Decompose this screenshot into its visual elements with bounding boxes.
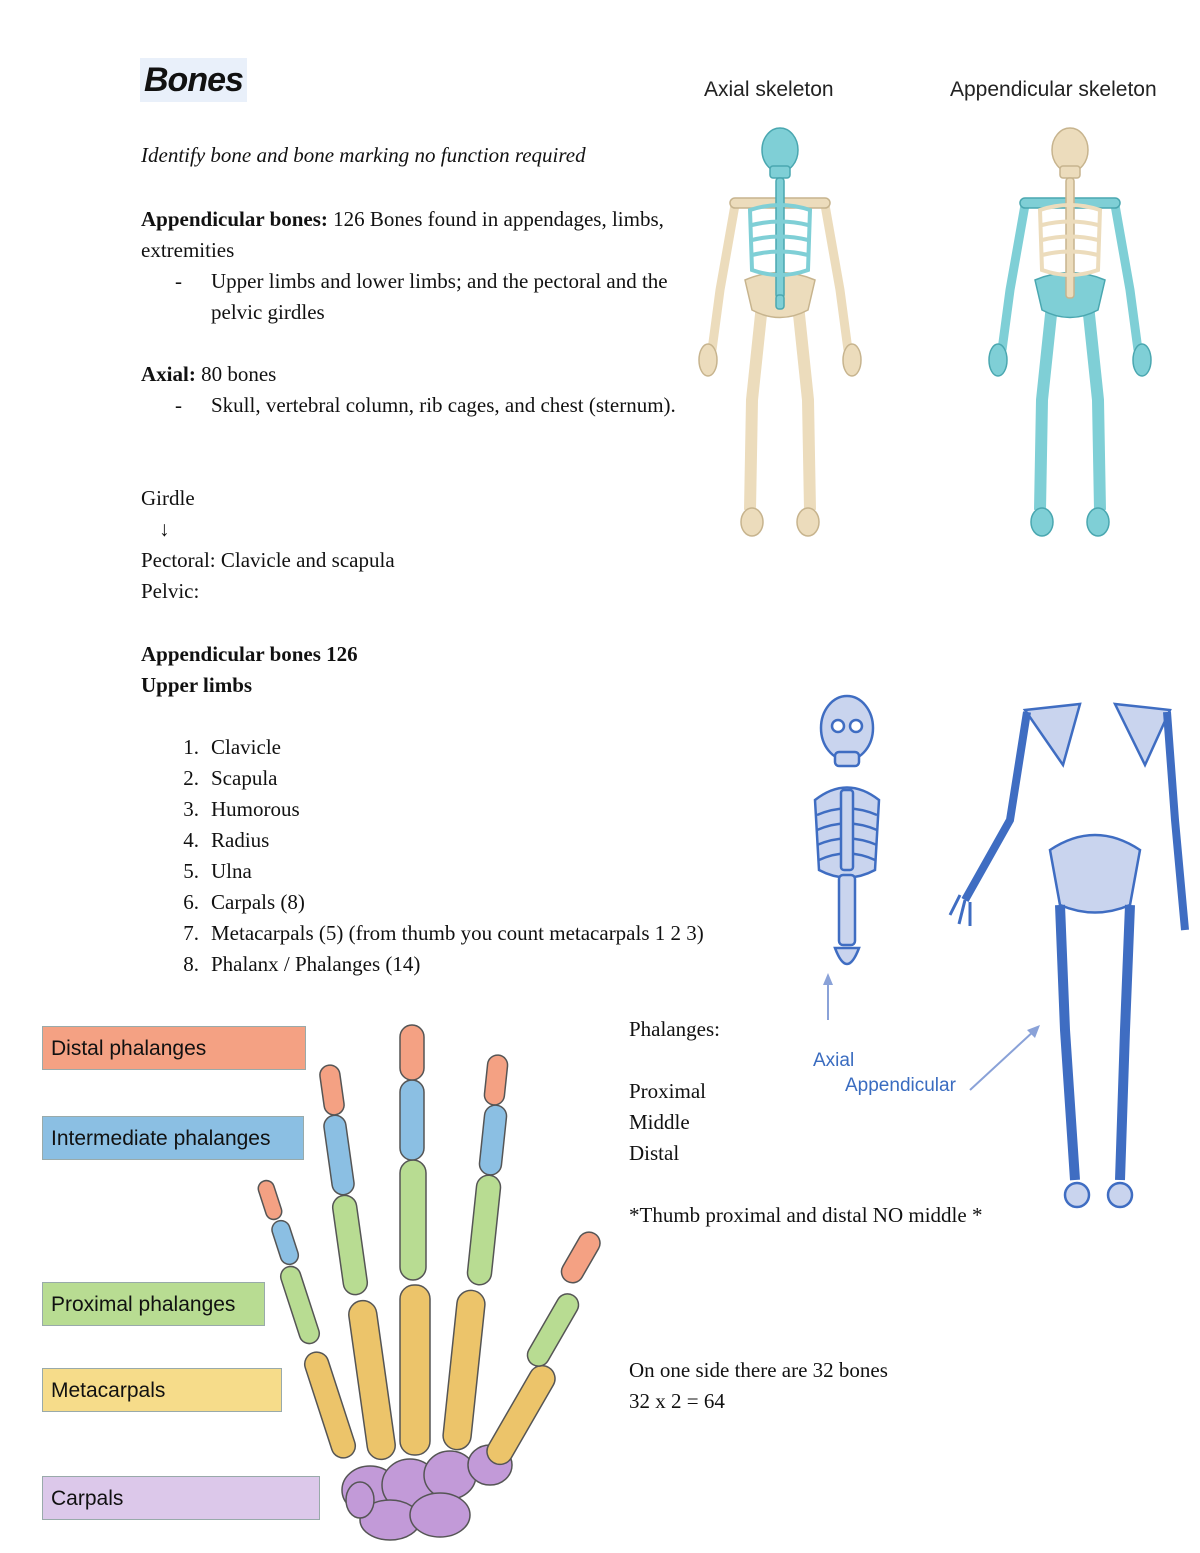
list-item: 2.Scapula <box>183 766 278 790</box>
count-line-1: On one side there are 32 bones <box>629 1358 888 1382</box>
phalanges-distal: Distal <box>629 1141 680 1165</box>
girdle-section: Girdle ↓ Pectoral: Clavicle and scapula … <box>141 483 395 607</box>
diagram-axial-label: Axial <box>813 1050 855 1071</box>
list-item: 4.Radius <box>183 828 270 852</box>
list-item: 7.Metacarpals (5) (from thumb you count … <box>183 921 704 945</box>
pectoral-line: Pectoral: Clavicle and scapula <box>141 548 395 572</box>
girdle-label: Girdle <box>141 486 195 510</box>
appendicular-section: Appendicular bones: 126 Bones found in a… <box>141 204 681 328</box>
axial-bullet: -Skull, vertebral column, rib cages, and… <box>175 393 676 417</box>
blue-skeleton-diagram <box>813 694 1189 1209</box>
axial-label: Axial: <box>141 362 196 386</box>
upper-limbs-section: Appendicular bones 126 Upper limbs <box>141 639 358 701</box>
appendicular-bullet: -Upper limbs and lower limbs; and the pe… <box>175 269 668 324</box>
upper-limbs-heading-2: Upper limbs <box>141 673 253 697</box>
axial-section: Axial: 80 bones -Skull, vertebral column… <box>141 359 681 421</box>
page-title: Bones <box>140 58 247 102</box>
thumb-note: *Thumb proximal and distal NO middle * <box>629 1203 983 1227</box>
axial-text: 80 bones <box>195 362 277 386</box>
intermediate-phalanges-label: Intermediate phalanges <box>42 1116 304 1160</box>
appendicular-label: Appendicular bones: <box>141 207 328 231</box>
phalanges-notes: Phalanges: Proximal Middle Distal *Thumb… <box>629 1014 982 1231</box>
count-line-2: 32 x 2 = 64 <box>629 1389 725 1413</box>
list-item: 6.Carpals (8) <box>183 890 305 914</box>
diagram-appendicular-label: Appendicular <box>845 1075 956 1096</box>
list-item: 5.Ulna <box>183 859 252 883</box>
phalanges-heading: Phalanges: <box>629 1017 720 1041</box>
phalanges-middle: Middle <box>629 1110 690 1134</box>
down-arrow-icon: ↓ <box>159 517 170 541</box>
list-item: 1.Clavicle <box>183 735 281 759</box>
upper-limb-list: 1.Clavicle 2.Scapula 3.Humorous 4.Radius… <box>141 732 704 980</box>
pelvic-line: Pelvic: <box>141 579 200 603</box>
subtitle: Identify bone and bone marking no functi… <box>141 143 586 167</box>
list-item: 3.Humorous <box>183 797 300 821</box>
axial-skeleton-figure <box>698 127 862 537</box>
hand-bones-diagram <box>257 1024 601 1541</box>
count-notes: On one side there are 32 bones 32 x 2 = … <box>629 1355 888 1417</box>
phalanges-proximal: Proximal <box>629 1079 706 1103</box>
list-item: 8.Phalanx / Phalanges (14) <box>183 952 421 976</box>
appendicular-skeleton-figure <box>988 127 1152 537</box>
carpals-label: Carpals <box>42 1476 320 1520</box>
metacarpals-label: Metacarpals <box>42 1368 282 1412</box>
appendicular-text: 126 Bones found in appendages, limbs, ex… <box>141 207 664 262</box>
distal-phalanges-label: Distal phalanges <box>42 1026 306 1070</box>
axial-skeleton-label: Axial skeleton <box>704 78 834 101</box>
upper-limbs-heading-1: Appendicular bones 126 <box>141 642 358 666</box>
appendicular-skeleton-label: Appendicular skeleton <box>950 78 1157 101</box>
proximal-phalanges-label: Proximal phalanges <box>42 1282 265 1326</box>
